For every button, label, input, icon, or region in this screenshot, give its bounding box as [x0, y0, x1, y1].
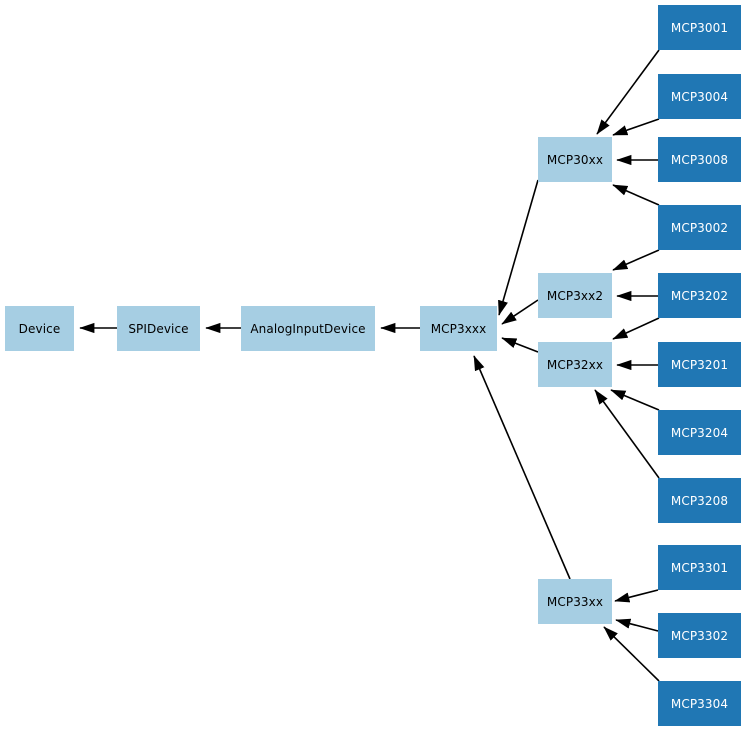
node-label: MCP3xxx	[430, 321, 487, 336]
node-label: MCP33xx	[546, 594, 604, 609]
node-mcp3002[interactable]: MCP3002	[658, 205, 741, 250]
edge-mcp3001-to-mcp30xx	[596, 49, 660, 135]
node-spidevice[interactable]: SPIDevice	[117, 306, 200, 351]
edges-group	[79, 49, 660, 682]
edge-mcp3202-to-mcp32xx	[612, 317, 660, 340]
edge-mcp3302-to-mcp33xx	[615, 618, 659, 632]
edge-mcp3xx2-to-mcp3xxx	[501, 299, 539, 325]
node-mcp3304[interactable]: MCP3304	[658, 681, 741, 726]
node-label: MCP30xx	[546, 152, 604, 167]
node-mcp3004[interactable]: MCP3004	[658, 74, 741, 119]
node-label: MCP3301	[670, 560, 729, 575]
node-mcp32xx[interactable]: MCP32xx	[538, 342, 612, 387]
node-label: MCP3204	[670, 425, 729, 440]
node-mcp3301[interactable]: MCP3301	[658, 545, 741, 590]
node-label: MCP3302	[670, 628, 729, 643]
node-mcp3001[interactable]: MCP3001	[658, 5, 741, 50]
node-label: MCP3201	[670, 357, 729, 372]
edge-mcp3304-to-mcp33xx	[603, 626, 660, 682]
edge-mcp3204-to-mcp32xx	[610, 389, 660, 411]
edge-mcp3004-to-mcp30xx	[612, 118, 660, 136]
node-mcp3202[interactable]: MCP3202	[658, 273, 741, 318]
node-mcp3302[interactable]: MCP3302	[658, 613, 741, 658]
node-label: MCP3xx2	[546, 288, 604, 303]
edge-mcp30xx-to-mcp3xxx	[498, 179, 539, 316]
node-mcp3201[interactable]: MCP3201	[658, 342, 741, 387]
node-label: MCP32xx	[546, 357, 604, 372]
node-label: MCP3001	[670, 20, 729, 35]
edge-mcp3002-to-mcp3xx2	[612, 249, 660, 271]
node-label: MCP3304	[670, 696, 729, 711]
edge-mcp3208-to-mcp32xx	[594, 389, 660, 479]
node-mcp30xx[interactable]: MCP30xx	[538, 137, 612, 182]
node-label: SPIDevice	[128, 321, 189, 336]
node-label: MCP3008	[670, 152, 729, 167]
node-mcp3008[interactable]: MCP3008	[658, 137, 741, 182]
node-mcp3204[interactable]: MCP3204	[658, 410, 741, 455]
node-label: MCP3002	[670, 220, 729, 235]
edge-mcp33xx-to-mcp3xxx	[473, 355, 571, 580]
node-label: MCP3004	[670, 89, 729, 104]
edge-mcp3002-to-mcp30xx	[612, 184, 660, 206]
node-label: Device	[18, 321, 61, 336]
edge-mcp3301-to-mcp33xx	[614, 589, 659, 603]
node-label: MCP3208	[670, 493, 729, 508]
node-mcp3208[interactable]: MCP3208	[658, 478, 741, 523]
node-device[interactable]: Device	[5, 306, 74, 351]
node-mcp3xxx[interactable]: MCP3xxx	[420, 306, 497, 351]
node-mcp3xx2[interactable]: MCP3xx2	[538, 273, 612, 318]
node-label: AnalogInputDevice	[250, 321, 366, 336]
node-label: MCP3202	[670, 288, 729, 303]
node-mcp33xx[interactable]: MCP33xx	[538, 579, 612, 624]
node-analoginputdevice[interactable]: AnalogInputDevice	[241, 306, 375, 351]
edge-mcp32xx-to-mcp3xxx	[501, 337, 539, 353]
